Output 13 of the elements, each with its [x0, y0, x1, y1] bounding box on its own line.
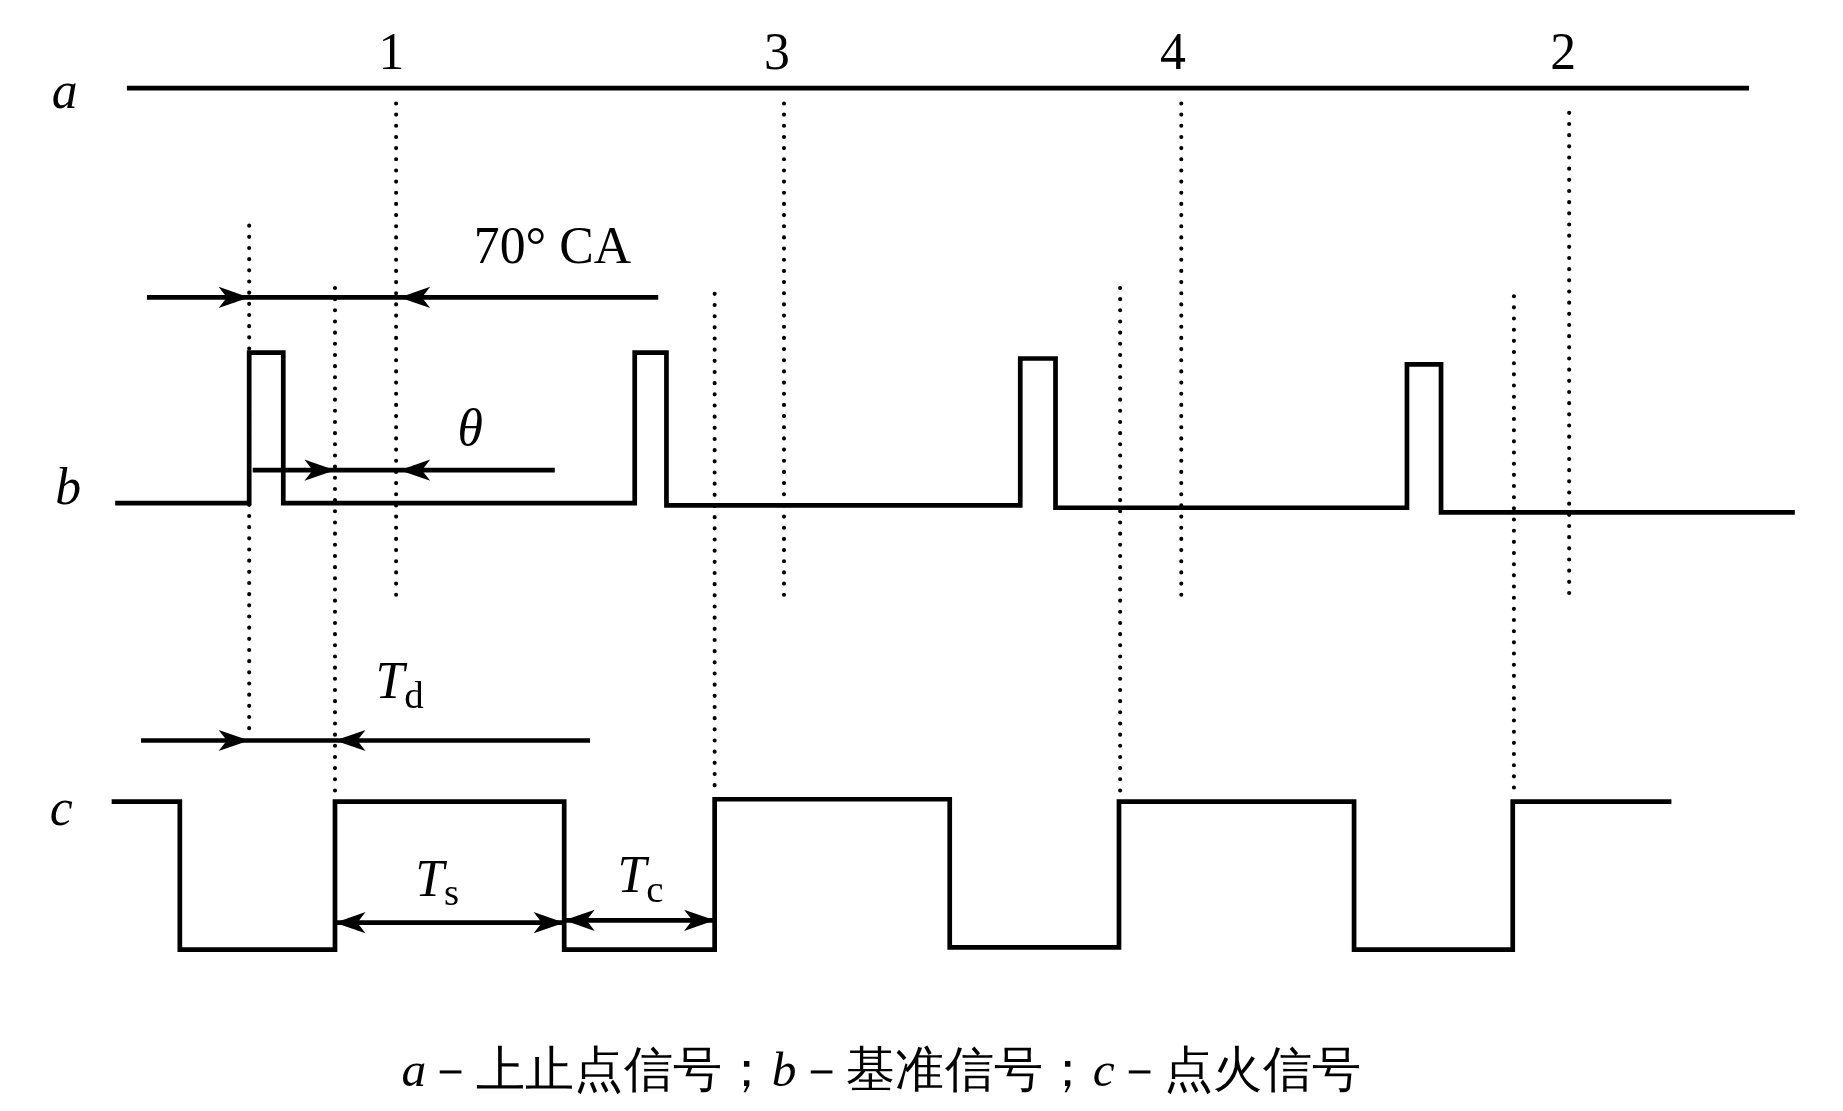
time-label: T$_{s}$	[415, 853, 460, 906]
signal-name: b	[55, 461, 82, 514]
cylinder-number: 3	[764, 27, 790, 79]
caption: a－上止点信号；b－基准信号；c－点火信号	[401, 1044, 1362, 1095]
cylinder-number: 4	[1160, 27, 1186, 79]
signal-name: c	[49, 782, 73, 835]
time-label: T$_{d}$	[375, 655, 424, 708]
cylinder-number: 1	[378, 27, 405, 79]
angle-label: 70° CA	[473, 221, 631, 273]
cylinder-number: 2	[1550, 27, 1577, 79]
signal-name: a	[51, 65, 78, 118]
time-label: T$_{c}$	[617, 849, 664, 902]
angle-label: θ	[457, 403, 483, 455]
